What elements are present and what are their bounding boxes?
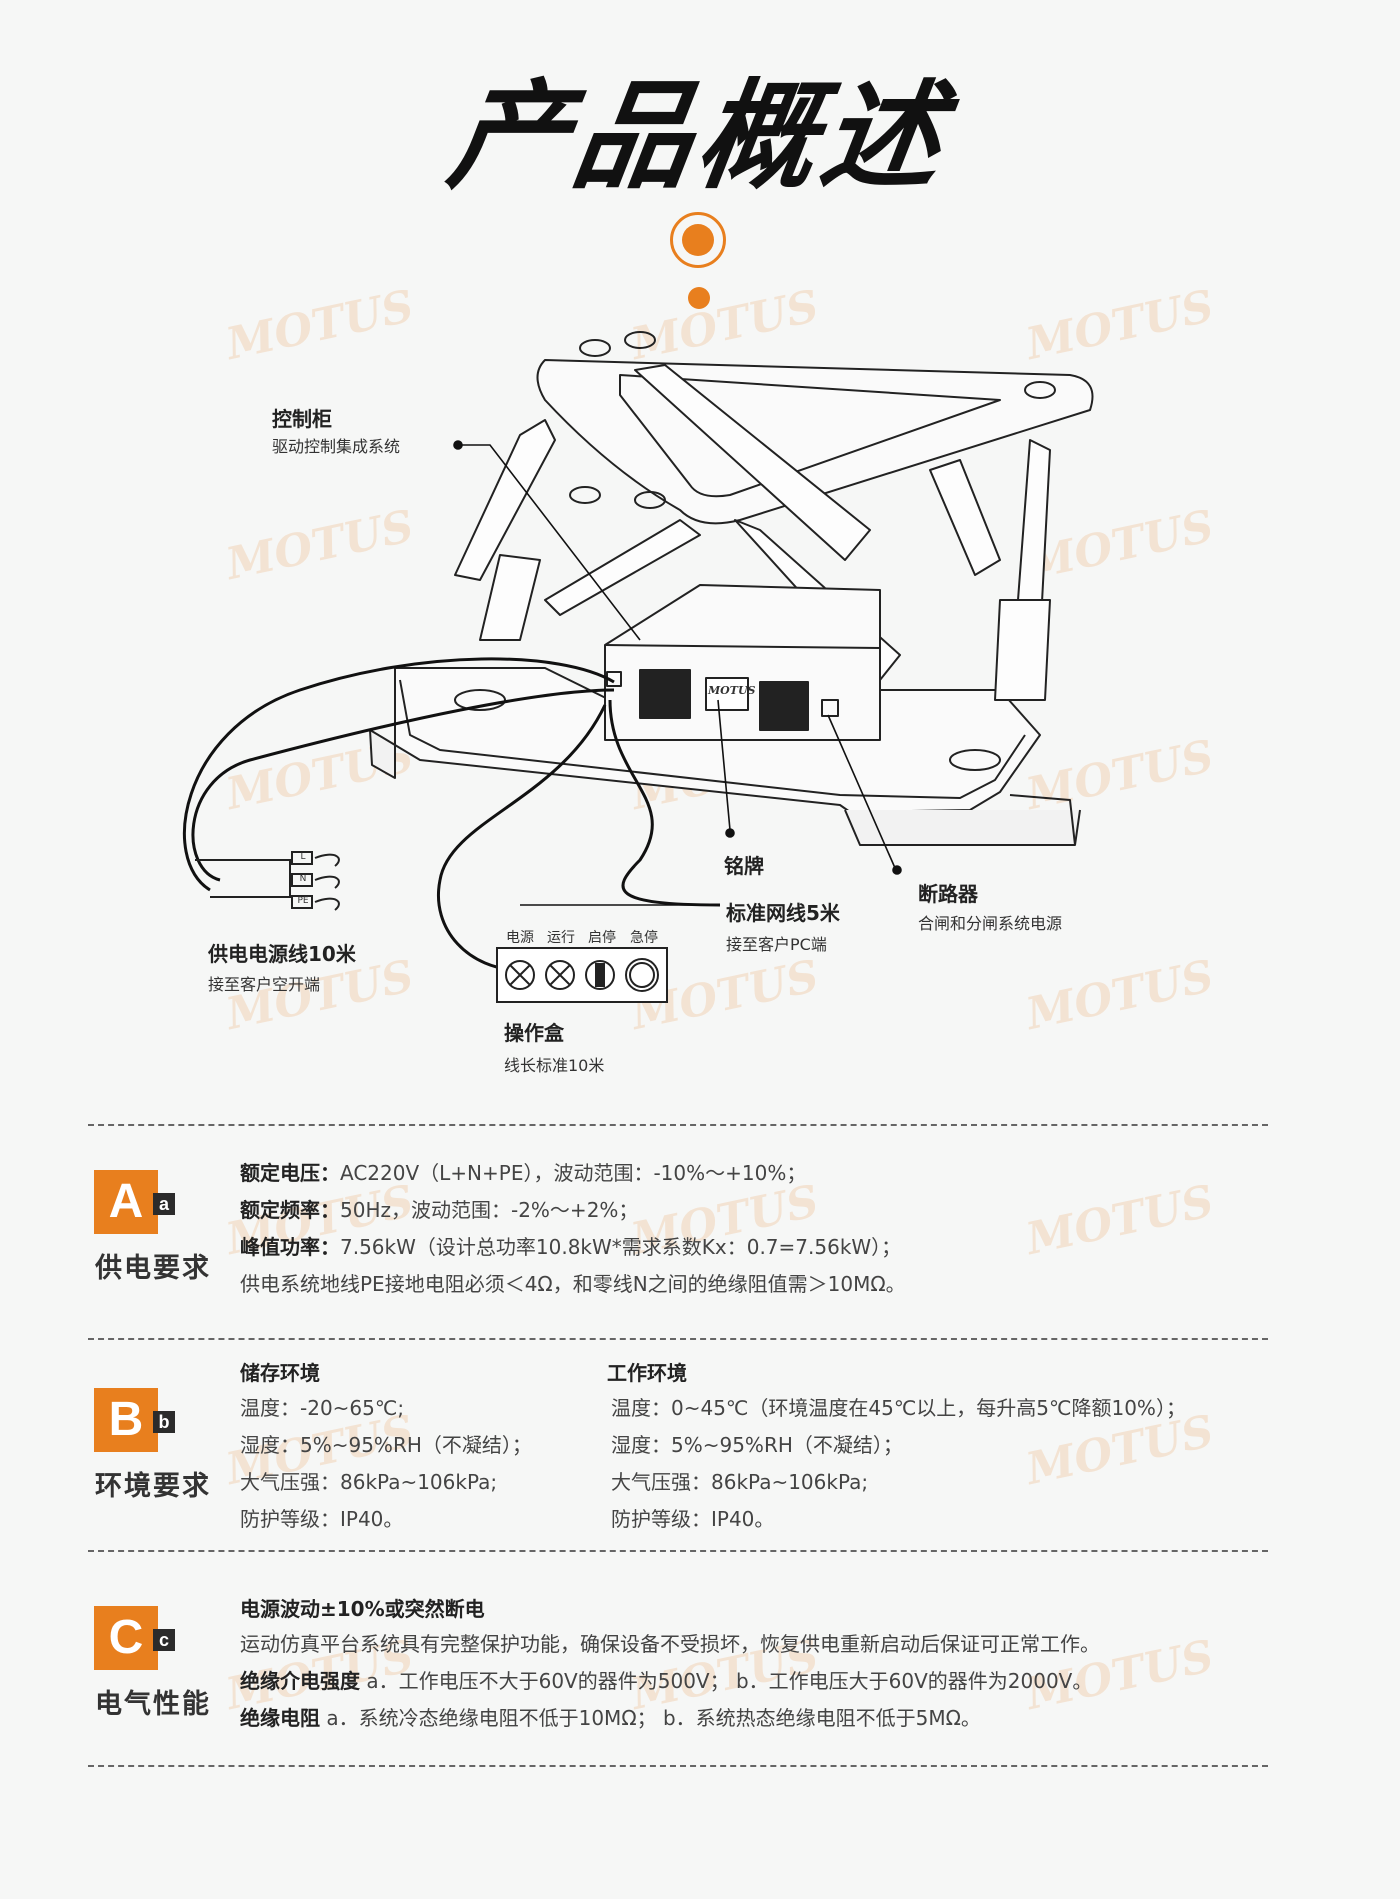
callout-breaker-title: 断路器 — [918, 882, 978, 906]
section-c-line-3: 绝缘电阻 a．系统冷态绝缘电阻不低于10MΩ； b．系统热态绝缘电阻不低于5MΩ… — [240, 1706, 981, 1730]
work-env-heading: 工作环境 — [607, 1361, 687, 1385]
operation-box — [496, 947, 668, 1003]
storage-line: 湿度：5%~95%RH（不凝结）； — [240, 1433, 532, 1457]
divider — [88, 1124, 1268, 1126]
section-b-badge-small: b — [153, 1411, 175, 1433]
callout-nameplate-title: 铭牌 — [724, 854, 764, 878]
opbox-button-estop: 急停 — [630, 930, 658, 946]
section-a-line-4: 供电系统地线PE接地电阻必须＜4Ω，和零线N之间的绝缘阻值需＞10MΩ。 — [240, 1272, 906, 1296]
small-orange-dot-icon — [688, 287, 710, 309]
section-b-badge: B — [94, 1388, 158, 1452]
callout-network-desc: 接至客户PC端 — [726, 935, 827, 954]
section-a-line-2: 额定频率：50Hz，波动范围：-2%～+2%； — [240, 1198, 639, 1222]
callout-cabinet-title: 控制柜 — [272, 407, 332, 431]
section-c-heading: 电源波动±10%或突然断电 — [240, 1597, 485, 1621]
callout-power-title: 供电电源线10米 — [208, 942, 356, 966]
divider — [88, 1550, 1268, 1552]
orange-ring-icon — [670, 212, 726, 268]
section-a-badge-small: a — [153, 1193, 175, 1215]
section-a-title: 供电要求 — [95, 1253, 211, 1284]
work-line: 防护等级：IP40。 — [611, 1507, 775, 1531]
storage-env-heading: 储存环境 — [240, 1361, 320, 1385]
work-line: 温度：0~45℃（环境温度在45℃以上，每升高5℃降额10%）； — [611, 1396, 1186, 1420]
work-line: 大气压强：86kPa~106kPa; — [611, 1470, 869, 1494]
nameplate-text: MOTUS — [708, 684, 756, 697]
section-c-badge: C — [94, 1606, 158, 1670]
motion-platform-diagram — [182, 331, 1094, 1003]
callout-breaker-desc: 合闸和分闸系统电源 — [918, 914, 1063, 933]
section-c-title: 电气性能 — [95, 1689, 211, 1720]
section-a-line-3: 峰值功率：7.56kW（设计总功率10.8kW*需求系数Kx：0.7=7.56k… — [240, 1235, 902, 1259]
storage-line: 温度：-20~65℃; — [240, 1396, 405, 1420]
section-b-title: 环境要求 — [95, 1471, 211, 1502]
section-a-line-1: 额定电压：AC220V（L+N+PE），波动范围：-10%～+10%； — [240, 1161, 807, 1185]
opbox-button-startstop: 启停 — [588, 930, 616, 946]
callout-power-desc: 接至客户空开端 — [208, 975, 321, 994]
divider — [88, 1338, 1268, 1340]
section-a-badge: A — [94, 1170, 158, 1234]
callout-cabinet-desc: 驱动控制集成系统 — [272, 437, 401, 456]
terminal-label-pe: PE — [297, 896, 309, 906]
section-c-badge-small: c — [153, 1629, 175, 1651]
divider — [88, 1765, 1268, 1767]
storage-line: 大气压强：86kPa~106kPa; — [240, 1470, 498, 1494]
callout-opbox-title: 操作盒 — [504, 1021, 564, 1045]
terminal-label-l: L — [300, 852, 306, 862]
opbox-button-power: 电源 — [506, 930, 534, 946]
terminal-label-n: N — [299, 874, 307, 884]
callout-network-title: 标准网线5米 — [726, 901, 840, 925]
section-c-line-2: 绝缘介电强度 a．工作电压不大于60V的器件为500V； b．工作电压大于60V… — [240, 1669, 1093, 1693]
opbox-button-run: 运行 — [547, 930, 575, 946]
work-line: 湿度：5%~95%RH（不凝结）； — [611, 1433, 903, 1457]
storage-line: 防护等级：IP40。 — [240, 1507, 404, 1531]
callout-opbox-desc: 线长标准10米 — [504, 1056, 605, 1075]
watermark: MOTUS — [1021, 1175, 1219, 1266]
section-c-line-1: 运动仿真平台系统具有完整保护功能，确保设备不受损坏，恢复供电重新启动后保证可正常… — [240, 1632, 1100, 1656]
orange-dot-icon — [682, 224, 714, 256]
